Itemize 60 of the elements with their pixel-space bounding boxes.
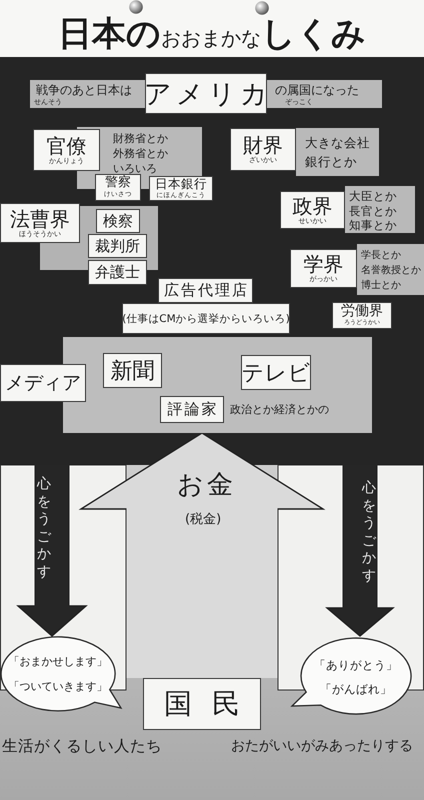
speech-bubble [290,636,412,716]
label-card: テレビ [241,355,311,390]
label-text: 日本銀行 [155,177,207,192]
label-card [33,129,100,171]
note-text: 博士とか [361,278,401,293]
arrow [80,432,324,678]
label-card: 国民 [143,678,261,730]
label-text: 政界 [292,194,332,216]
label-card: メディア [0,364,86,402]
label-card: 広告代理店 [158,278,253,303]
label-card: 弁護士 [88,260,147,285]
note-text: 大臣とか [349,189,397,204]
caption-text: 政治とか経済とかの [230,402,329,417]
quote-text: 「ありがとう」 [314,658,398,672]
label-text: 労働界 [341,304,383,319]
label-text: 財界 [243,134,283,156]
arrow [326,465,394,637]
speech-bubble [0,636,122,714]
note-text: 銀行とか [305,153,357,171]
label-card: (仕事はCMから選挙からいろいろ) [122,303,290,334]
note-text: 知事とか [349,218,397,232]
quote-text: 「がんばれ」 [320,682,392,696]
label-card: 裁判所 [88,234,147,258]
label-card [280,191,345,229]
caption-text: おたがいいがみあったりする [231,737,413,756]
group-panel [63,337,372,433]
label-card [290,249,357,288]
note-card [296,128,379,176]
note-card [345,186,415,233]
label-card [230,128,296,171]
note-text: 長官とか [349,204,397,218]
label-card [0,203,80,243]
label-card [149,176,213,201]
note-text: 学長とか [361,249,401,263]
label-text: 警察 [105,176,131,190]
label-card: 新聞 [103,353,162,388]
note-text: 財務省とか [113,131,168,146]
title: 日本のおおまかなしくみ [58,16,366,56]
board-panel [0,57,424,465]
note-text: 外務省とか [113,146,168,161]
label-text: 法曹界 [10,208,70,230]
label-card: アメリカ [145,73,267,114]
label-text: 戦争のあと日本は [36,83,132,97]
note-card [357,244,424,295]
label-card [95,174,141,201]
note-card [30,80,145,108]
label-text: 官僚 [46,134,86,156]
note-text: 大きな会社 [305,134,370,152]
note-card [267,80,382,108]
label-text: 学界 [304,253,344,275]
quote-text: 「おまかせします」 [8,655,108,669]
note-text: いろいろ [113,161,157,175]
arrow [17,465,87,637]
label-card [332,302,392,329]
label-card: 評論家 [160,396,224,423]
label-card: 検察 [96,209,140,233]
quote-text: 「ついていきます」 [8,680,108,694]
note-text: 名誉教授とか [361,264,421,278]
label-text: の属国になった [275,83,359,97]
caption-text: 生活がくるしい人たち [2,736,162,756]
